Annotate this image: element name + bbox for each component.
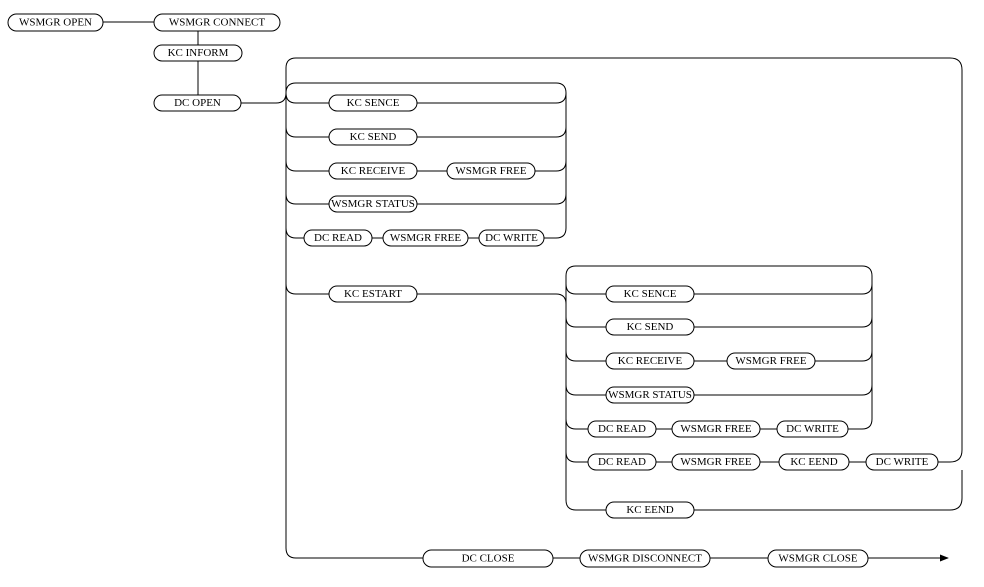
node-kc-estart: KC ESTART	[328, 285, 418, 303]
node-b-wsmgr-status: WSMGR STATUS	[605, 386, 695, 404]
svg-text:DC OPEN: DC OPEN	[174, 97, 221, 109]
svg-text:WSMGR STATUS: WSMGR STATUS	[331, 198, 415, 210]
node-b-kc-send: KC SEND	[605, 318, 695, 336]
svg-text:WSMGR FREE: WSMGR FREE	[455, 165, 526, 177]
svg-text:WSMGR OPEN: WSMGR OPEN	[19, 17, 92, 29]
node-wsmgr-disconnect: WSMGR DISCONNECT	[579, 549, 711, 568]
node-b-wsmgr-free-3: WSMGR FREE	[671, 453, 761, 471]
svg-text:KC SENCE: KC SENCE	[624, 288, 677, 300]
node-b-dc-read-1: DC READ	[587, 420, 657, 438]
svg-text:WSMGR FREE: WSMGR FREE	[680, 456, 751, 468]
svg-text:KC SEND: KC SEND	[627, 321, 674, 333]
node-kc-inform: KC INFORM	[153, 44, 243, 62]
diagram-nodes: WSMGR OPEN WSMGR CONNECT KC INFORM DC OP…	[7, 13, 939, 568]
group-a-row-status	[285, 193, 567, 205]
node-b-kc-sence: KC SENCE	[605, 285, 695, 303]
svg-text:DC WRITE: DC WRITE	[786, 423, 839, 435]
node-a-dc-write: DC WRITE	[478, 229, 545, 247]
group-b-row-read-2	[565, 304, 963, 511]
svg-text:WSMGR FREE: WSMGR FREE	[735, 355, 806, 367]
node-a-wsmgr-free-2: WSMGR FREE	[382, 229, 469, 247]
svg-text:DC CLOSE: DC CLOSE	[462, 553, 515, 565]
svg-text:DC READ: DC READ	[598, 456, 646, 468]
node-b-wsmgr-free-2: WSMGR FREE	[671, 420, 761, 438]
svg-text:WSMGR STATUS: WSMGR STATUS	[608, 389, 692, 401]
group-a-row-receive	[285, 160, 567, 172]
svg-text:WSMGR DISCONNECT: WSMGR DISCONNECT	[588, 553, 702, 565]
node-dc-open: DC OPEN	[153, 94, 242, 112]
svg-text:KC EEND: KC EEND	[790, 456, 837, 468]
node-a-kc-sence: KC SENCE	[328, 94, 418, 112]
svg-text:WSMGR CLOSE: WSMGR CLOSE	[778, 553, 857, 565]
group-b-top	[565, 265, 873, 430]
node-b-kc-eend-2: KC EEND	[605, 501, 695, 519]
svg-text:KC RECEIVE: KC RECEIVE	[341, 165, 406, 177]
node-wsmgr-open: WSMGR OPEN	[7, 13, 104, 32]
node-a-kc-send: KC SEND	[328, 128, 418, 146]
svg-text:DC WRITE: DC WRITE	[485, 232, 538, 244]
node-b-kc-receive: KC RECEIVE	[605, 352, 695, 370]
group-a-row-sence	[285, 92, 567, 104]
svg-text:KC INFORM: KC INFORM	[168, 47, 229, 59]
node-b-kc-eend-1: KC EEND	[778, 453, 850, 471]
estart-row	[285, 283, 567, 305]
node-wsmgr-close: WSMGR CLOSE	[767, 549, 869, 568]
node-b-dc-write-2: DC WRITE	[865, 453, 939, 471]
svg-text:DC WRITE: DC WRITE	[876, 456, 929, 468]
node-b-wsmgr-free-1: WSMGR FREE	[726, 352, 816, 370]
group-a-row-read	[285, 227, 479, 239]
node-a-wsmgr-free-1: WSMGR FREE	[446, 162, 536, 180]
node-wsmgr-connect: WSMGR CONNECT	[153, 13, 281, 32]
svg-text:KC EEND: KC EEND	[626, 504, 673, 516]
main-bus-down	[285, 93, 423, 559]
svg-text:KC SENCE: KC SENCE	[347, 97, 400, 109]
svg-text:KC SEND: KC SEND	[350, 131, 397, 143]
node-a-dc-read: DC READ	[303, 229, 373, 247]
node-b-dc-write-1: DC WRITE	[776, 420, 849, 438]
svg-text:WSMGR FREE: WSMGR FREE	[680, 423, 751, 435]
svg-text:DC READ: DC READ	[598, 423, 646, 435]
node-a-wsmgr-status: WSMGR STATUS	[328, 195, 418, 213]
svg-text:KC ESTART: KC ESTART	[344, 288, 402, 300]
group-b-row-sence	[565, 283, 873, 295]
svg-text:DC READ: DC READ	[314, 232, 362, 244]
main-bus	[241, 57, 963, 463]
group-a-row-send	[285, 126, 567, 138]
svg-text:KC RECEIVE: KC RECEIVE	[618, 355, 683, 367]
node-b-dc-read-2: DC READ	[587, 453, 657, 471]
node-a-kc-receive: KC RECEIVE	[328, 162, 418, 180]
node-dc-close: DC CLOSE	[422, 549, 554, 568]
diagram-edges	[103, 21, 963, 562]
svg-text:WSMGR CONNECT: WSMGR CONNECT	[169, 17, 266, 29]
group-a-top	[285, 82, 567, 239]
svg-text:WSMGR FREE: WSMGR FREE	[390, 232, 461, 244]
